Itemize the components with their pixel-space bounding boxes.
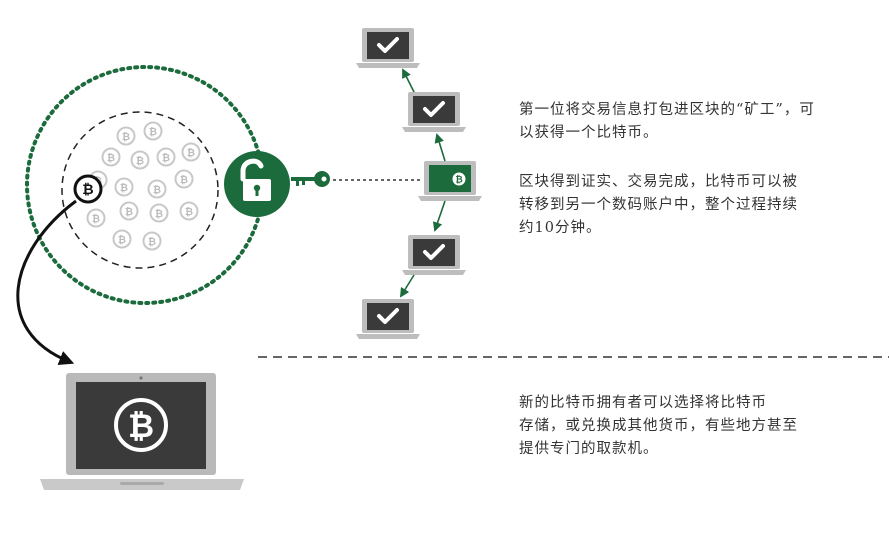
coin-icon	[116, 126, 136, 146]
bitcoin-coin-leaving-symbol: ₿	[82, 182, 93, 198]
key-icon	[291, 171, 330, 187]
coin-icon	[143, 121, 163, 141]
network-arrow-2	[434, 133, 446, 162]
coin-symbol: ₿	[155, 208, 163, 220]
coin-symbol: ₿	[125, 206, 133, 218]
coin-symbol: ₿	[187, 147, 195, 159]
laptop-node-top	[356, 28, 420, 68]
coin-symbol: ₿	[118, 234, 126, 246]
coin-icon	[119, 201, 139, 221]
coin-symbol: ₿	[153, 184, 161, 196]
block-inner-ring	[61, 111, 219, 269]
network-arrow-4	[399, 274, 415, 298]
checkmark-icon	[423, 101, 445, 117]
coin-cluster: ₿₿₿₿₿₿₿₿₿₿₿₿₿₿₿₿	[86, 121, 201, 251]
coin-icon	[179, 201, 199, 221]
laptop-node-lower	[402, 235, 466, 275]
unlocked-padlock-icon	[224, 151, 290, 217]
laptop-node-miner: ₿	[418, 161, 482, 201]
coin-symbol: ₿	[149, 126, 157, 138]
coin-symbol: ₿	[185, 206, 193, 218]
bitcoin-coin-leaving	[73, 174, 103, 204]
svg-text:₿: ₿	[128, 407, 154, 445]
coin-icon	[114, 177, 134, 197]
coin-icon	[181, 142, 201, 162]
recipient-laptop: ₿	[40, 373, 244, 490]
coin-symbol: ₿	[120, 182, 128, 194]
coin-symbol: ₿	[92, 213, 100, 225]
coin-symbol: ₿	[136, 155, 144, 167]
coin-symbol: ₿	[107, 152, 115, 164]
coin-symbol: ₿	[180, 174, 188, 186]
checkmark-icon	[377, 308, 399, 324]
coin-icon	[174, 169, 194, 189]
checkmark-icon	[423, 244, 445, 260]
miner-reward-text: 第一位将交易信息打包进区块的“矿工”，可 以获得一个比特币。	[519, 102, 815, 141]
laptop-node-bottom	[356, 299, 420, 339]
coin-icon	[101, 147, 121, 167]
bitcoin-logo-icon	[114, 398, 168, 452]
coin-symbol: ₿	[122, 131, 130, 143]
checkmark-icon	[377, 37, 399, 53]
new-owner-text: 新的比特币拥有者可以选择将比特币 存储，或兑换成其他货币，有些地方甚至 提供专门…	[519, 395, 798, 457]
coin-icon	[130, 150, 150, 170]
coin-symbol: ₿	[148, 236, 156, 248]
bitcoin-coin-small	[452, 172, 466, 186]
network-arrow-3	[432, 200, 446, 232]
coin-icon	[112, 229, 132, 249]
transfer-arrow	[16, 199, 77, 366]
network-arrow-1	[402, 68, 415, 93]
svg-text:₿: ₿	[455, 175, 462, 186]
coin-icon	[142, 231, 162, 251]
laptop-node-upper	[402, 92, 466, 132]
coin-icon	[147, 179, 167, 199]
coin-symbol: ₿	[162, 152, 170, 164]
coin-icon	[86, 208, 106, 228]
coin-icon	[149, 203, 169, 223]
block-verified-text: 区块得到证实、交易完成，比特币可以被 转移到另一个数码账户中，整个过程持续 约1…	[519, 174, 798, 236]
coin-icon	[156, 147, 176, 167]
